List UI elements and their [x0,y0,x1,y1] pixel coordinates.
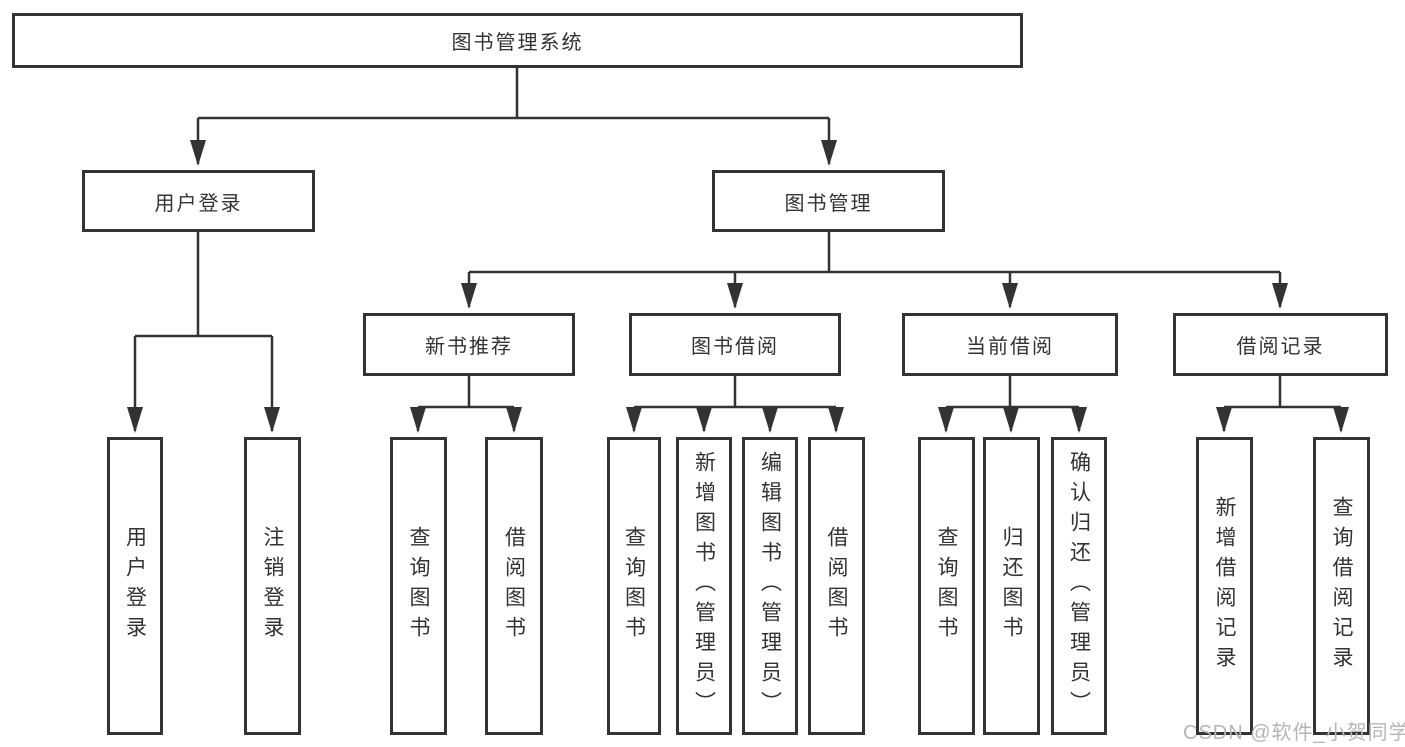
leaf-logout: 注销登录 [244,437,301,735]
node-root: 图书管理系统 [12,13,1023,68]
leaf-add-books-admin: 新增图书（管理员） [676,437,732,735]
node-book-borrow-label: 图书借阅 [691,336,779,358]
leaf-confirm-return-admin-label: 确认归还（管理员） [1067,451,1091,721]
leaf-borrow-query-books: 查询图书 [607,437,661,735]
node-borrow-records: 借阅记录 [1173,313,1388,376]
leaf-logout-label: 注销登录 [261,526,284,646]
node-root-label: 图书管理系统 [451,32,584,54]
leaf-query-borrow-record-label: 查询借阅记录 [1330,496,1353,676]
leaf-edit-books-admin: 编辑图书（管理员） [742,437,798,735]
leaf-rec-query-books-label: 查询图书 [407,526,430,646]
leaf-query-borrow-record: 查询借阅记录 [1313,437,1370,735]
leaf-borrow-books-label: 借阅图书 [825,526,848,646]
leaf-add-books-admin-label: 新增图书（管理员） [692,451,716,721]
node-book-mgmt-label: 图书管理 [784,192,873,215]
leaf-borrow-query-books-label: 查询图书 [622,526,646,646]
new-book-branch-lines [410,376,522,433]
leaf-rec-borrow-books-label: 借阅图书 [502,526,526,646]
book-borrow-branch-lines [626,376,844,433]
leaf-confirm-return-admin: 确认归还（管理员） [1051,437,1107,735]
node-current-borrow: 当前借阅 [902,313,1118,376]
leaf-add-borrow-record-label: 新增借阅记录 [1213,496,1236,676]
node-user-login: 用户登录 [82,170,315,232]
leaf-current-query-books: 查询图书 [918,437,975,735]
book-mgmt-branch-lines [461,232,1288,309]
leaf-current-query-books-label: 查询图书 [935,526,958,646]
leaf-rec-query-books: 查询图书 [390,437,447,735]
node-current-borrow-label: 当前借阅 [966,336,1054,358]
leaf-return-books: 归还图书 [983,437,1040,735]
node-borrow-records-label: 借阅记录 [1236,336,1325,358]
leaf-edit-books-admin-label: 编辑图书（管理员） [758,451,782,721]
leaf-user-login: 用户登录 [107,437,163,735]
leaf-rec-borrow-books: 借阅图书 [485,437,543,735]
user-login-branch-lines [127,232,280,433]
csdn-watermark: CSDN @软件_小贺同学 [1183,722,1405,744]
node-book-mgmt: 图书管理 [712,170,945,232]
current-borrow-branch-lines [938,376,1087,433]
leaf-return-books-label: 归还图书 [1000,526,1023,646]
node-new-book-rec: 新书推荐 [363,313,575,376]
leaf-user-login-label: 用户登录 [123,526,147,646]
borrow-records-branch-lines [1216,376,1349,433]
node-book-borrow: 图书借阅 [629,313,841,376]
root-branch-lines [190,68,837,166]
leaf-add-borrow-record: 新增借阅记录 [1196,437,1253,735]
node-user-login-label: 用户登录 [154,192,243,215]
node-new-book-rec-label: 新书推荐 [425,336,513,358]
leaf-borrow-books: 借阅图书 [808,437,865,735]
